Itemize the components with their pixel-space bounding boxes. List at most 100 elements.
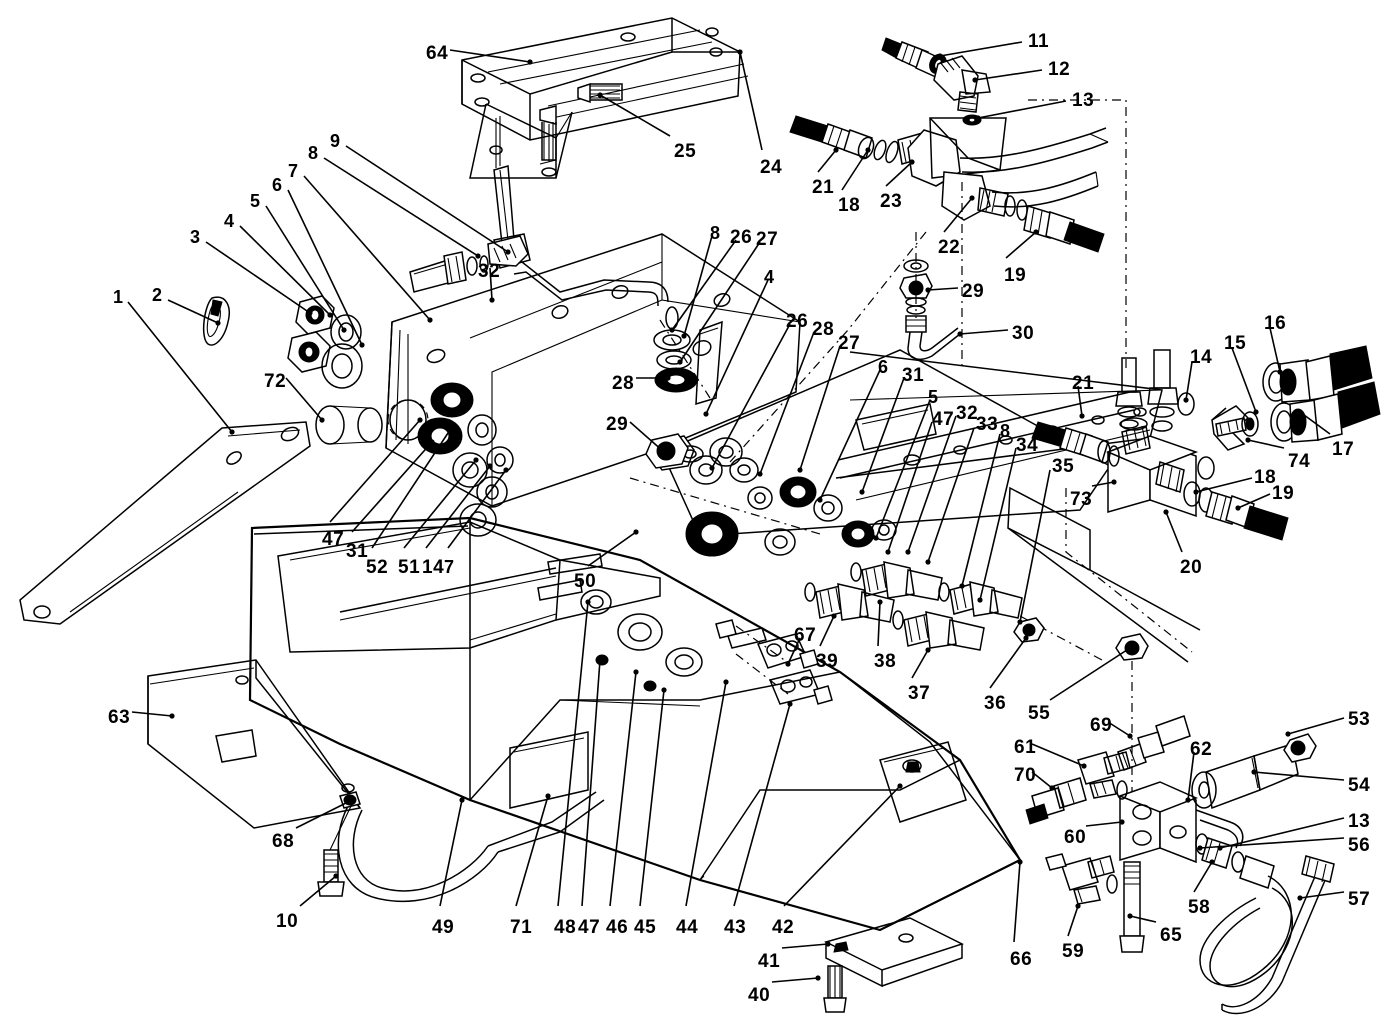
callout-primary-73: 73 — [1070, 489, 1093, 510]
tee-59 — [1045, 853, 1118, 905]
spool-39 — [804, 582, 895, 623]
bolt-40 — [823, 965, 847, 1013]
callout-primary-69: 69 — [1090, 715, 1113, 736]
callout-primary-61: 61 — [1014, 737, 1037, 758]
callout-primary-24: 24 — [760, 157, 783, 178]
callout-primary-66: 66 — [1010, 949, 1033, 970]
callout-primary-60: 60 — [1064, 827, 1087, 848]
valve-assembly-lower-right — [1025, 715, 1335, 1015]
callout-primary-63: 63 — [108, 707, 131, 728]
callout-primary-32: 32 — [478, 261, 501, 282]
callout-primary-17: 17 — [1332, 439, 1355, 460]
spool-33 — [938, 581, 1023, 619]
callout-secondary-31b: 31 — [346, 541, 369, 562]
callout-secondary-7b: 7 — [444, 557, 455, 577]
callout-primary-62: 62 — [1190, 739, 1213, 760]
callout-primary-42: 42 — [772, 917, 795, 938]
shield-63 — [147, 659, 362, 897]
callout-primary-37: 37 — [908, 683, 931, 704]
clamp-67 — [715, 619, 833, 705]
clip-2 — [202, 296, 230, 346]
fitting-21-left — [789, 115, 887, 161]
callout-primary-27: 27 — [756, 229, 779, 250]
fitting-58 — [1195, 833, 1275, 889]
callout-primary-64: 64 — [426, 43, 449, 64]
callout-primary-34: 34 — [1016, 435, 1039, 456]
callout-secondary-21b: 21 — [1072, 373, 1095, 394]
callout-secondary-14b: 14 — [422, 557, 445, 578]
callout-primary-5: 5 — [250, 191, 261, 211]
callout-primary-46: 46 — [606, 917, 629, 938]
callout-primary-57: 57 — [1348, 889, 1371, 910]
callout-secondary-19b: 19 — [1004, 265, 1027, 286]
screw-10 — [317, 803, 353, 897]
callout-primary-22: 22 — [938, 237, 961, 258]
callout-primary-40: 40 — [748, 985, 771, 1006]
callout-primary-50: 50 — [574, 571, 597, 592]
callout-primary-47: 47 — [578, 917, 601, 938]
callout-secondary-28b: 28 — [812, 319, 835, 340]
callout-primary-23: 23 — [880, 191, 903, 212]
callout-primary-54: 54 — [1348, 775, 1371, 796]
bolt-65 — [1119, 861, 1145, 953]
hose-19-right — [1183, 481, 1289, 541]
callout-primary-35: 35 — [1052, 456, 1075, 477]
callout-primary-12: 12 — [1048, 59, 1071, 80]
callout-secondary-27b: 27 — [838, 333, 861, 354]
fitting-32-left — [409, 251, 489, 293]
callout-secondary-4b: 4 — [764, 267, 775, 287]
callout-primary-43: 43 — [724, 917, 747, 938]
bolt-25b — [539, 105, 557, 162]
tube-30 — [899, 259, 961, 361]
callout-primary-9: 9 — [330, 131, 341, 151]
callout-primary-7: 7 — [288, 161, 299, 181]
callout-primary-49: 49 — [432, 917, 455, 938]
callout-primary-25: 25 — [674, 141, 697, 162]
callout-secondary-8c: 8 — [1000, 421, 1011, 441]
post-left — [1115, 357, 1143, 429]
callout-primary-11: 11 — [1028, 31, 1050, 52]
callout-primary-70: 70 — [1014, 765, 1037, 786]
fitting-11 — [881, 37, 947, 80]
callout-primary-65: 65 — [1160, 925, 1183, 946]
callout-primary-55: 55 — [1028, 703, 1051, 724]
callout-primary-52: 52 — [366, 557, 389, 578]
callout-primary-10: 10 — [276, 911, 299, 932]
callout-primary-72: 72 — [264, 371, 287, 392]
callout-primary-15: 15 — [1224, 333, 1247, 354]
fitting-22 — [941, 171, 1028, 221]
callout-secondary-6b: 6 — [878, 357, 889, 377]
callout-primary-3: 3 — [190, 227, 201, 247]
callout-primary-30: 30 — [1012, 323, 1035, 344]
callout-secondary-18b: 18 — [838, 195, 861, 216]
callout-primary-33: 33 — [976, 414, 999, 435]
callout-primary-20: 20 — [1180, 557, 1203, 578]
fitting-70 — [1025, 777, 1087, 825]
callout-primary-8: 8 — [308, 143, 319, 163]
callout-primary-6: 6 — [272, 175, 283, 195]
fitting-12-elbow — [933, 55, 991, 113]
callout-primary-2: 2 — [152, 285, 163, 305]
link-arm-1 — [19, 421, 311, 625]
callout-secondary-5b: 5 — [928, 387, 939, 407]
callout-secondary-47c: 47 — [932, 409, 955, 430]
callout-primary-58: 58 — [1188, 897, 1211, 918]
bolt-25a — [577, 82, 623, 104]
hose-21-into-block — [1031, 421, 1120, 467]
battery-tray-bracket — [461, 17, 749, 179]
callout-primary-59: 59 — [1062, 941, 1085, 962]
callout-secondary-26b: 26 — [786, 311, 809, 332]
callout-primary-18: 18 — [1254, 467, 1277, 488]
spool-38 — [850, 561, 943, 601]
callout-primary-51: 51 — [398, 557, 421, 578]
callout-primary-39: 39 — [816, 651, 839, 672]
callout-secondary-32b: 32 — [956, 403, 979, 424]
tube-32 — [409, 165, 669, 307]
callout-primary-1: 1 — [113, 287, 124, 307]
callout-primary-21: 21 — [812, 177, 835, 198]
callout-primary-16: 16 — [1264, 313, 1287, 334]
callout-primary-13: 13 — [1072, 90, 1095, 111]
callout-primary-19: 19 — [1272, 483, 1295, 504]
connector-16 — [1262, 345, 1373, 403]
